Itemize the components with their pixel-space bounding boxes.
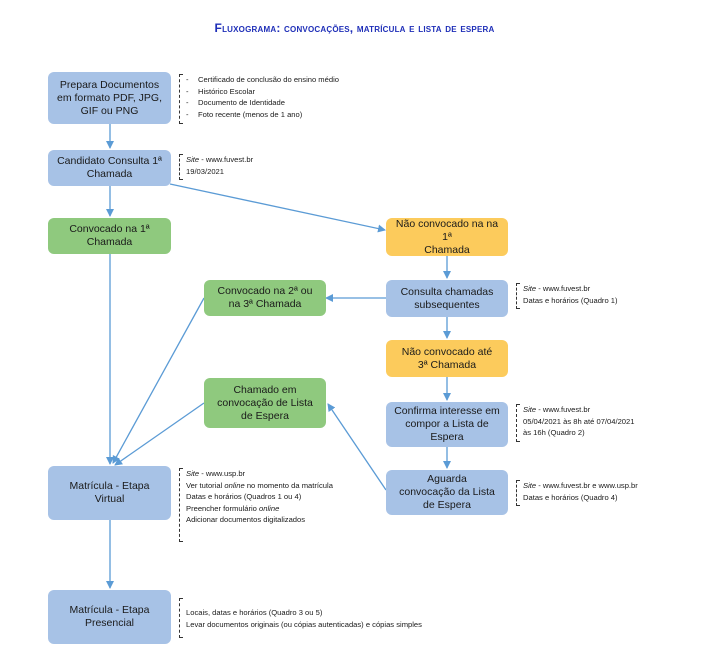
note-line: Levar documentos originais (ou cópias au… bbox=[186, 619, 422, 629]
note-subseq: Site - www.fuvest.br Datas e horários (Q… bbox=[523, 283, 618, 306]
site-url: - www.usp.br bbox=[199, 469, 246, 478]
note-line: Certificado de conclusão do ensino médio bbox=[186, 74, 339, 86]
site-url: - www.fuvest.br bbox=[199, 155, 254, 164]
node-confirma-interesse: Confirma interesse em compor a Lista de … bbox=[386, 402, 508, 447]
note-presencial: Locais, datas e horários (Quadro 3 ou 5)… bbox=[186, 607, 422, 630]
bracket-consulta1 bbox=[179, 154, 183, 180]
node-convocado-1a-chamada: Convocado na 1ª Chamada bbox=[48, 218, 171, 254]
node-nao-convocado-1a-chamada: Não convocado na na 1ª Chamada bbox=[386, 218, 508, 256]
site-url: - www.fuvest.br bbox=[536, 405, 591, 414]
note-line: Foto recente (menos de 1 ano) bbox=[186, 109, 339, 121]
note-text: Preencher formulário bbox=[186, 503, 260, 513]
node-matricula-presencial: Matrícula - Etapa Presencial bbox=[48, 590, 171, 644]
site-label: Site bbox=[186, 469, 200, 478]
note-confirma: Site - www.fuvest.br 05/04/2021 às 8h at… bbox=[523, 404, 634, 439]
note-line: Adicionar documentos digitalizados bbox=[186, 515, 306, 524]
bracket-virtual bbox=[179, 468, 183, 542]
note-line: Documento de Identidade bbox=[186, 97, 339, 109]
site-label: Site bbox=[523, 481, 537, 490]
arrow-aguarda-to-chamado bbox=[327, 403, 387, 491]
node-candidato-consulta-1a-chamada: Candidato Consulta 1ª Chamada bbox=[48, 150, 171, 186]
note-text: no momento da matrícula bbox=[244, 480, 333, 490]
site-url: - www.fuvest.br e www.usp.br bbox=[536, 481, 638, 490]
note-text: Ver tutorial bbox=[186, 480, 225, 490]
note-consulta1: Site - www.fuvest.br 19/03/2021 bbox=[186, 154, 253, 177]
node-nao-convocado-3a-chamada: Não convocado até 3ª Chamada bbox=[386, 340, 508, 377]
node-chamado-lista-espera: Chamado em convocação de Lista de Espera bbox=[204, 378, 326, 428]
note-line: às 16h (Quadro 2) bbox=[523, 428, 585, 437]
note-emphasis: online bbox=[259, 503, 280, 513]
bracket-presencial bbox=[179, 598, 183, 638]
note-emphasis: online bbox=[224, 480, 245, 490]
site-label: Site bbox=[523, 405, 537, 414]
bracket-subseq bbox=[516, 283, 520, 309]
bracket-aguarda bbox=[516, 480, 520, 506]
arrow-consulta-to-nao-convocado bbox=[169, 183, 386, 233]
note-documentos: Certificado de conclusão do ensino médio… bbox=[186, 74, 339, 120]
node-convocado-2a-3a-chamada: Convocado na 2ª ou na 3ª Chamada bbox=[204, 280, 326, 316]
note-line: Histórico Escolar bbox=[186, 86, 339, 98]
site-label: Site bbox=[523, 284, 537, 293]
arrow-convocado23-to-virtual bbox=[112, 297, 205, 464]
bracket-documentos bbox=[179, 74, 183, 124]
node-prepara-documentos: Prepara Documentos em formato PDF, JPG, … bbox=[48, 72, 171, 124]
note-virtual: Site - www.usp.br Ver tutorial online no… bbox=[186, 468, 333, 526]
page-title: Fluxograma: convocações, matrícula e lis… bbox=[214, 21, 495, 35]
note-info: Datas e horários (Quadro 4) bbox=[523, 492, 618, 502]
note-date: 19/03/2021 bbox=[186, 166, 225, 176]
node-matricula-virtual: Matrícula - Etapa Virtual bbox=[48, 466, 171, 520]
note-line: 05/04/2021 às 8h até 07/04/2021 bbox=[523, 416, 635, 426]
site-url: - www.fuvest.br bbox=[536, 284, 591, 293]
note-info: Datas e horários (Quadro 1) bbox=[523, 295, 618, 305]
note-line: Locais, datas e horários (Quadro 3 ou 5) bbox=[186, 608, 323, 617]
bracket-confirma bbox=[516, 404, 520, 442]
site-label: Site bbox=[186, 155, 200, 164]
note-aguarda: Site - www.fuvest.br e www.usp.br Datas … bbox=[523, 480, 638, 503]
node-consulta-chamadas-subsequentes: Consulta chamadas subsequentes bbox=[386, 280, 508, 317]
node-aguarda-convocacao: Aguarda convocação da Lista de Espera bbox=[386, 470, 508, 515]
arrow-chamado-to-virtual bbox=[114, 402, 205, 466]
note-line: Datas e horários (Quadros 1 ou 4) bbox=[186, 492, 302, 501]
